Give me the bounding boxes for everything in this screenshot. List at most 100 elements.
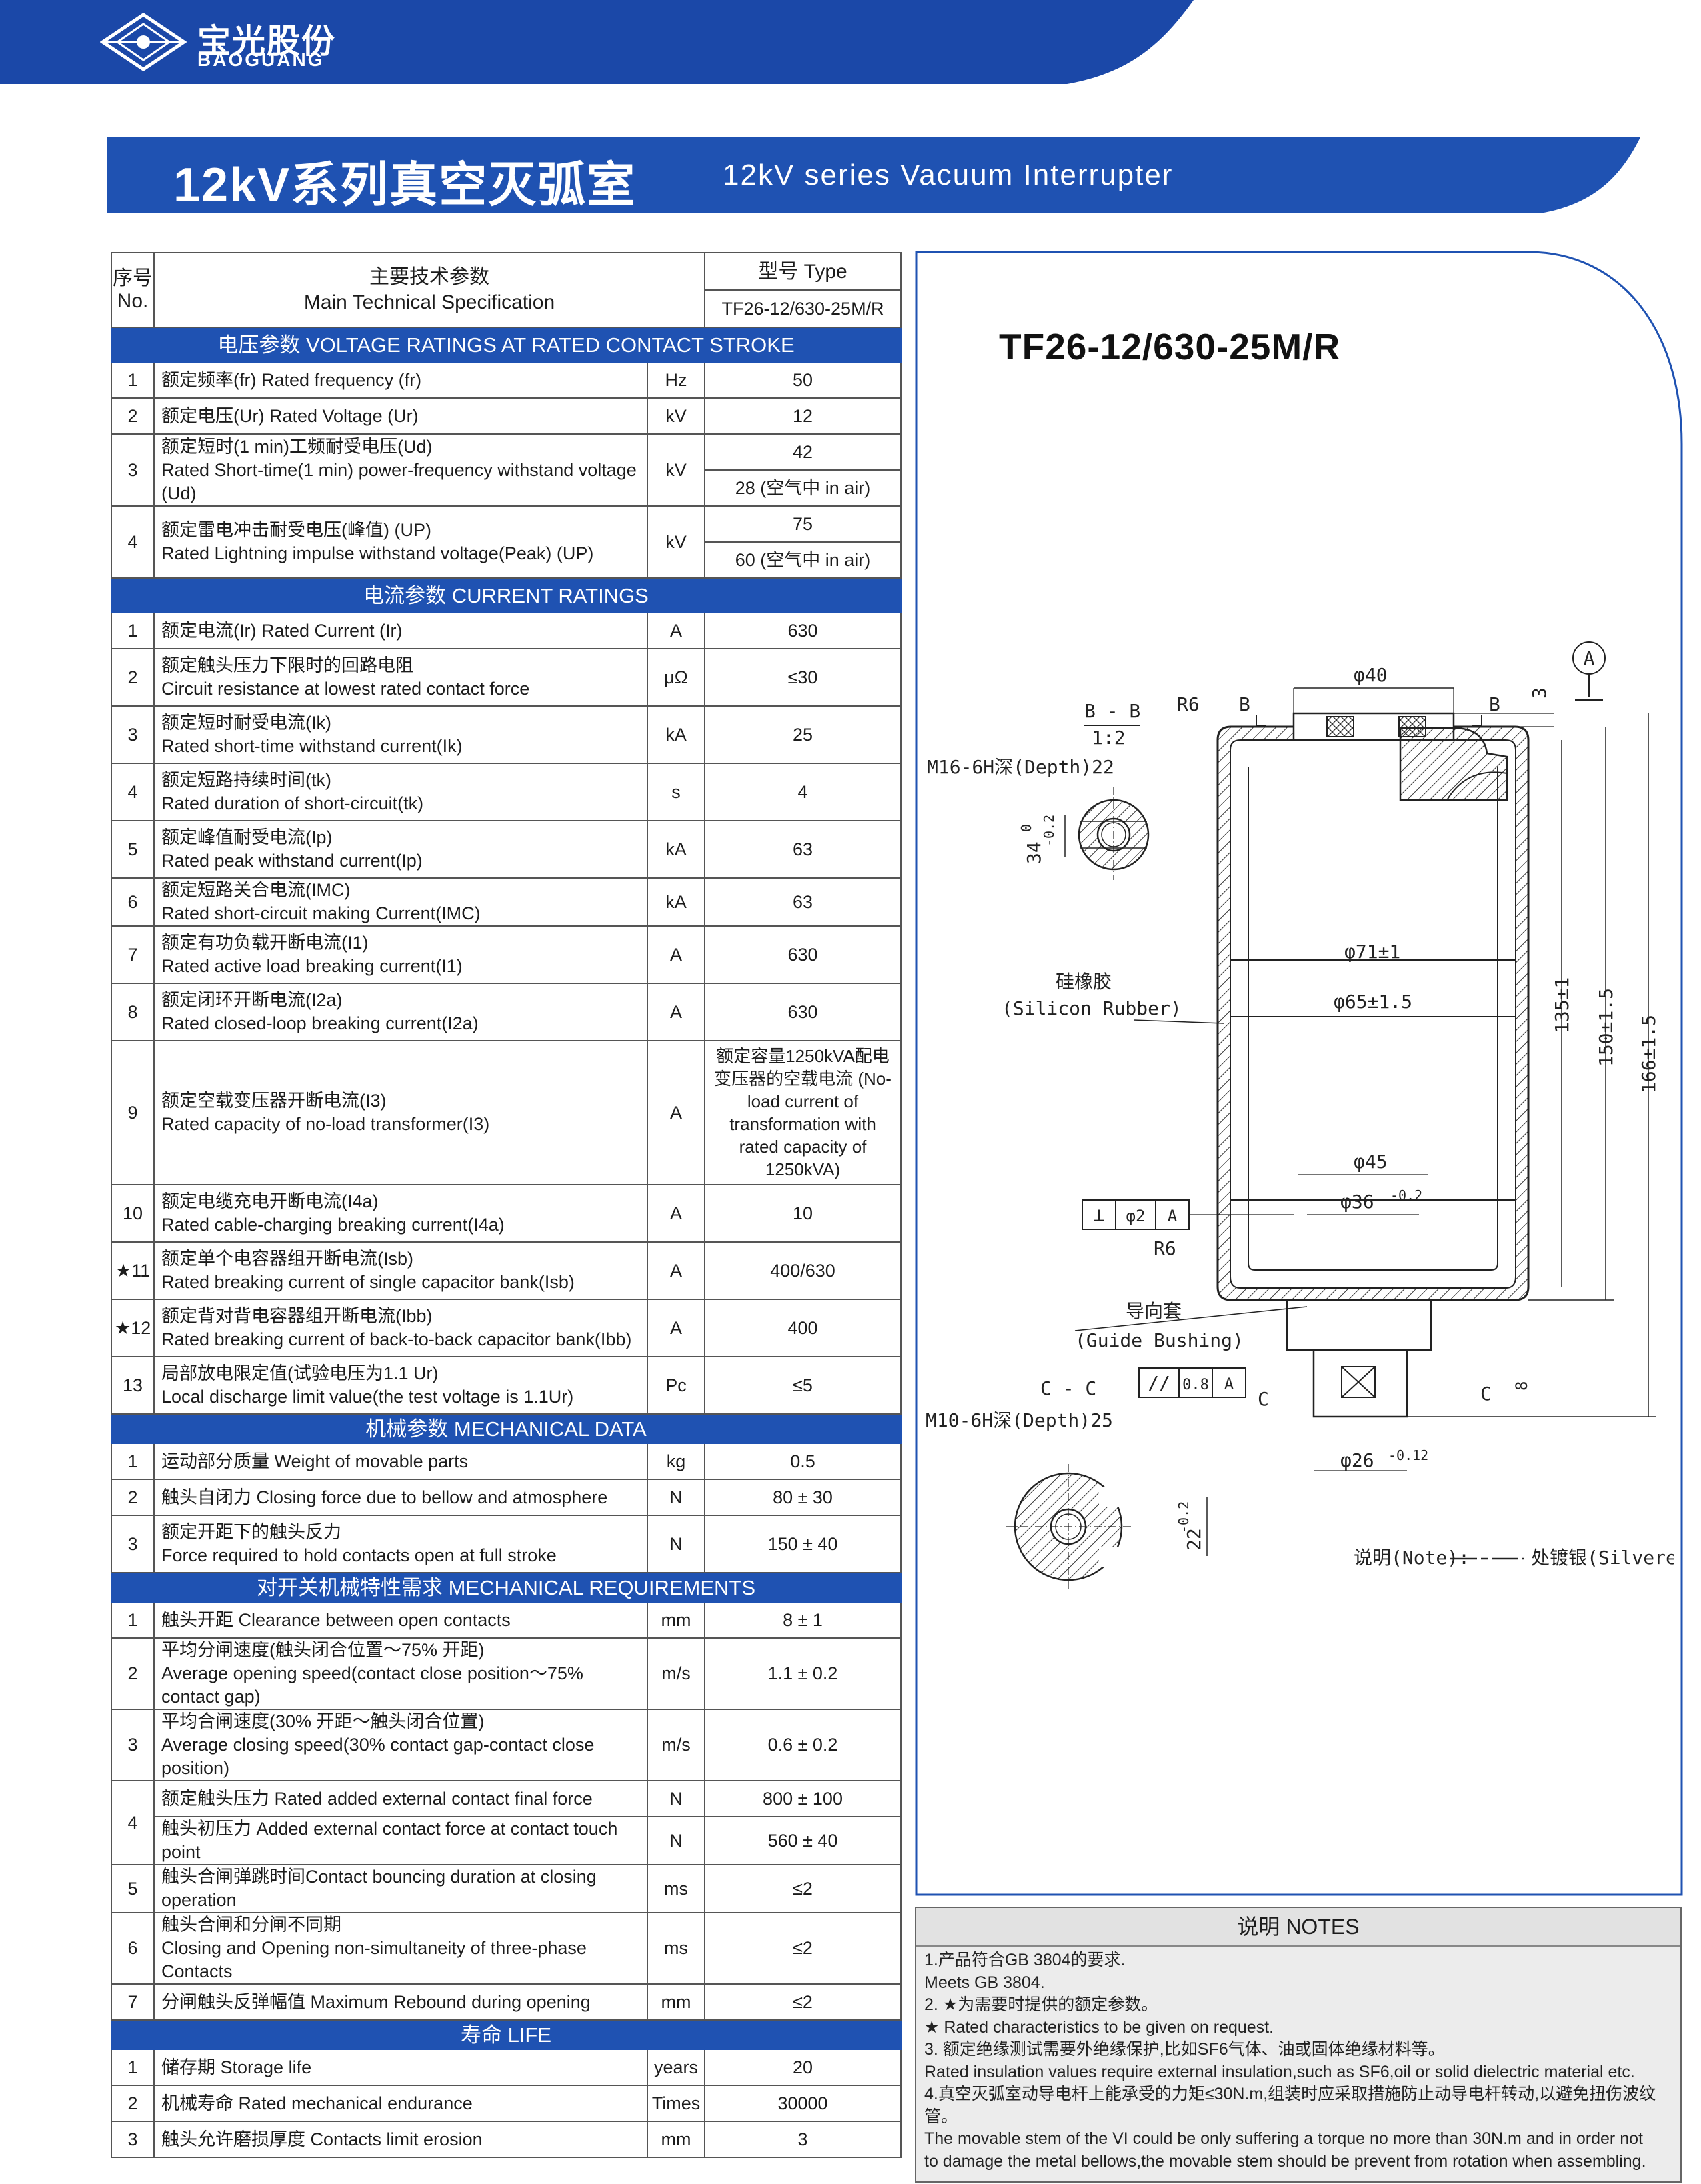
spec-cell: 额定空载变压器开断电流(I3)Rated capacity of no-load…: [153, 1040, 648, 1185]
svg-text:C: C: [1258, 1388, 1269, 1410]
unit-cell: Times: [646, 2085, 706, 2122]
page-title-cn: 12kV系列真空灭弧室: [173, 159, 637, 212]
spec-text-en: Force required to hold contacts open at …: [161, 1545, 557, 1565]
notes-box: [915, 1907, 1682, 2183]
value-cell: 28 (空气中 in air): [704, 469, 902, 507]
row-number: 7: [111, 1983, 155, 2021]
unit-cell: ms: [646, 1912, 706, 1985]
svg-text:B - B: B - B: [1084, 700, 1140, 722]
unit-cell: A: [646, 1184, 706, 1243]
svg-text:34: 34: [1023, 841, 1045, 864]
value-cell: ≤2: [704, 1912, 902, 1985]
spec-text-en: Average opening speed(contact close posi…: [161, 1663, 583, 1707]
spec-cell: 触头合闸弹跳时间Contact bouncing duration at clo…: [153, 1864, 648, 1913]
row-number: 2: [111, 397, 155, 435]
value-cell: 630: [704, 612, 902, 649]
svg-text:φ40: φ40: [1354, 664, 1388, 686]
unit-cell: A: [646, 612, 706, 649]
svg-text:(Guide Bushing): (Guide Bushing): [1075, 1329, 1244, 1351]
spec-text-cn: 额定雷电冲击耐受电压(峰值) (UP): [161, 520, 431, 540]
spec-cell: 额定闭环开断电流(I2a)Rated closed-loop breaking …: [153, 983, 648, 1041]
spec-cell: 额定背对背电容器组开断电流(Ibb)Rated breaking current…: [153, 1299, 648, 1357]
unit-cell: N: [646, 1816, 706, 1865]
row-number: 1: [111, 1601, 155, 1639]
unit-cell: s: [646, 763, 706, 821]
svg-text:导向套: 导向套: [1126, 1300, 1182, 1322]
svg-text:-0.2: -0.2: [1041, 815, 1057, 847]
value-cell: 20: [704, 2049, 902, 2086]
unit-cell: kA: [646, 705, 706, 764]
value-cell: 630: [704, 925, 902, 984]
value-cell: 630: [704, 983, 902, 1041]
unit-cell: kV: [646, 505, 706, 579]
unit-cell: kA: [646, 820, 706, 879]
unit-cell: N: [646, 1479, 706, 1516]
spec-text-cn: 储存期 Storage life: [161, 2057, 312, 2077]
value-cell: 0.5: [704, 1443, 902, 1480]
spec-text-en: Closing and Opening non-simultaneity of …: [161, 1938, 587, 1981]
spec-text-cn: 触头开距 Clearance between open contacts: [161, 1609, 511, 1630]
spec-text-en: Rated peak withstand current(Ip): [161, 851, 423, 871]
spec-text-cn: 额定有功负载开断电流(I1): [161, 933, 369, 953]
row-number: 6: [111, 1912, 155, 1985]
row-number: 1: [111, 612, 155, 649]
spec-text-cn: 触头自闭力 Closing force due to bellow and at…: [161, 1487, 608, 1507]
unit-cell: A: [646, 1040, 706, 1185]
value-cell: ≤5: [704, 1356, 902, 1415]
unit-cell: years: [646, 2049, 706, 2086]
parallelism-frame: // 0.8 A: [1138, 1367, 1246, 1398]
svg-text:0.8: 0.8: [1182, 1377, 1209, 1393]
svg-text:A: A: [1584, 647, 1595, 669]
spec-text-cn: 额定触头压力 Rated added external contact fina…: [161, 1788, 593, 1809]
row-number: 5: [111, 1864, 155, 1913]
spec-text-cn: 额定单个电容器组开断电流(Isb): [161, 1249, 413, 1269]
unit-cell: kV: [646, 397, 706, 435]
notes-title: 说明 NOTES: [916, 1908, 1680, 1947]
unit-cell: kg: [646, 1443, 706, 1480]
value-cell: 3: [704, 2121, 902, 2158]
value-cell: 4: [704, 763, 902, 821]
note-line: 3. 额定绝缘测试需要外绝缘保护,比如SF6气体、油或固体绝缘材料等。: [924, 2040, 1445, 2059]
value-cell: 额定容量1250kVA配电变压器的空载电流 (No-load current o…: [704, 1040, 902, 1185]
spec-text-cn: 触头允许磨损厚度 Contacts limit erosion: [161, 2129, 483, 2149]
svg-text:C - C: C - C: [1040, 1377, 1096, 1399]
svg-text:-0.12: -0.12: [1388, 1447, 1428, 1463]
unit-cell: kA: [646, 877, 706, 927]
vacuum-interrupter-drawing: A B - B 1:2 R6 B B M16-6H深(Depth)22 34 -…: [926, 641, 1674, 1589]
svg-text:R6: R6: [1154, 1237, 1176, 1259]
drawing-panel-frame: [915, 251, 1683, 1896]
svg-text:⊥: ⊥: [1094, 1204, 1105, 1226]
spec-text-en: Rated breaking current of back-to-back c…: [161, 1329, 632, 1349]
row-number: 3: [111, 1515, 155, 1573]
unit-cell: mm: [646, 2121, 706, 2158]
row-number: 3: [111, 1709, 155, 1781]
spec-text-en: Rated Lightning impulse withstand voltag…: [161, 543, 594, 563]
spec-cell: 平均合闸速度(30% 开距～触头闭合位置)Average closing spe…: [153, 1709, 648, 1781]
spec-cell: 局部放电限定值(试验电压为1.1 Ur)Local discharge limi…: [153, 1356, 648, 1415]
value-cell: 60 (空气中 in air): [704, 541, 902, 579]
section-title: 机械参数 MECHANICAL DATA: [110, 1413, 902, 1444]
note-line: Meets GB 3804.: [924, 1973, 1045, 1992]
spec-text-en: Rated closed-loop breaking current(I2a): [161, 1013, 479, 1033]
svg-text:φ2: φ2: [1126, 1207, 1146, 1225]
spec-text-cn: 机械寿命 Rated mechanical endurance: [161, 2093, 473, 2113]
unit-cell: A: [646, 983, 706, 1041]
unit-cell: A: [646, 925, 706, 984]
col-no-header: 序号 No.: [111, 252, 155, 328]
spec-cell: 触头允许磨损厚度 Contacts limit erosion: [153, 2121, 648, 2158]
value-cell: 400/630: [704, 1241, 902, 1300]
row-number: 8: [111, 983, 155, 1041]
